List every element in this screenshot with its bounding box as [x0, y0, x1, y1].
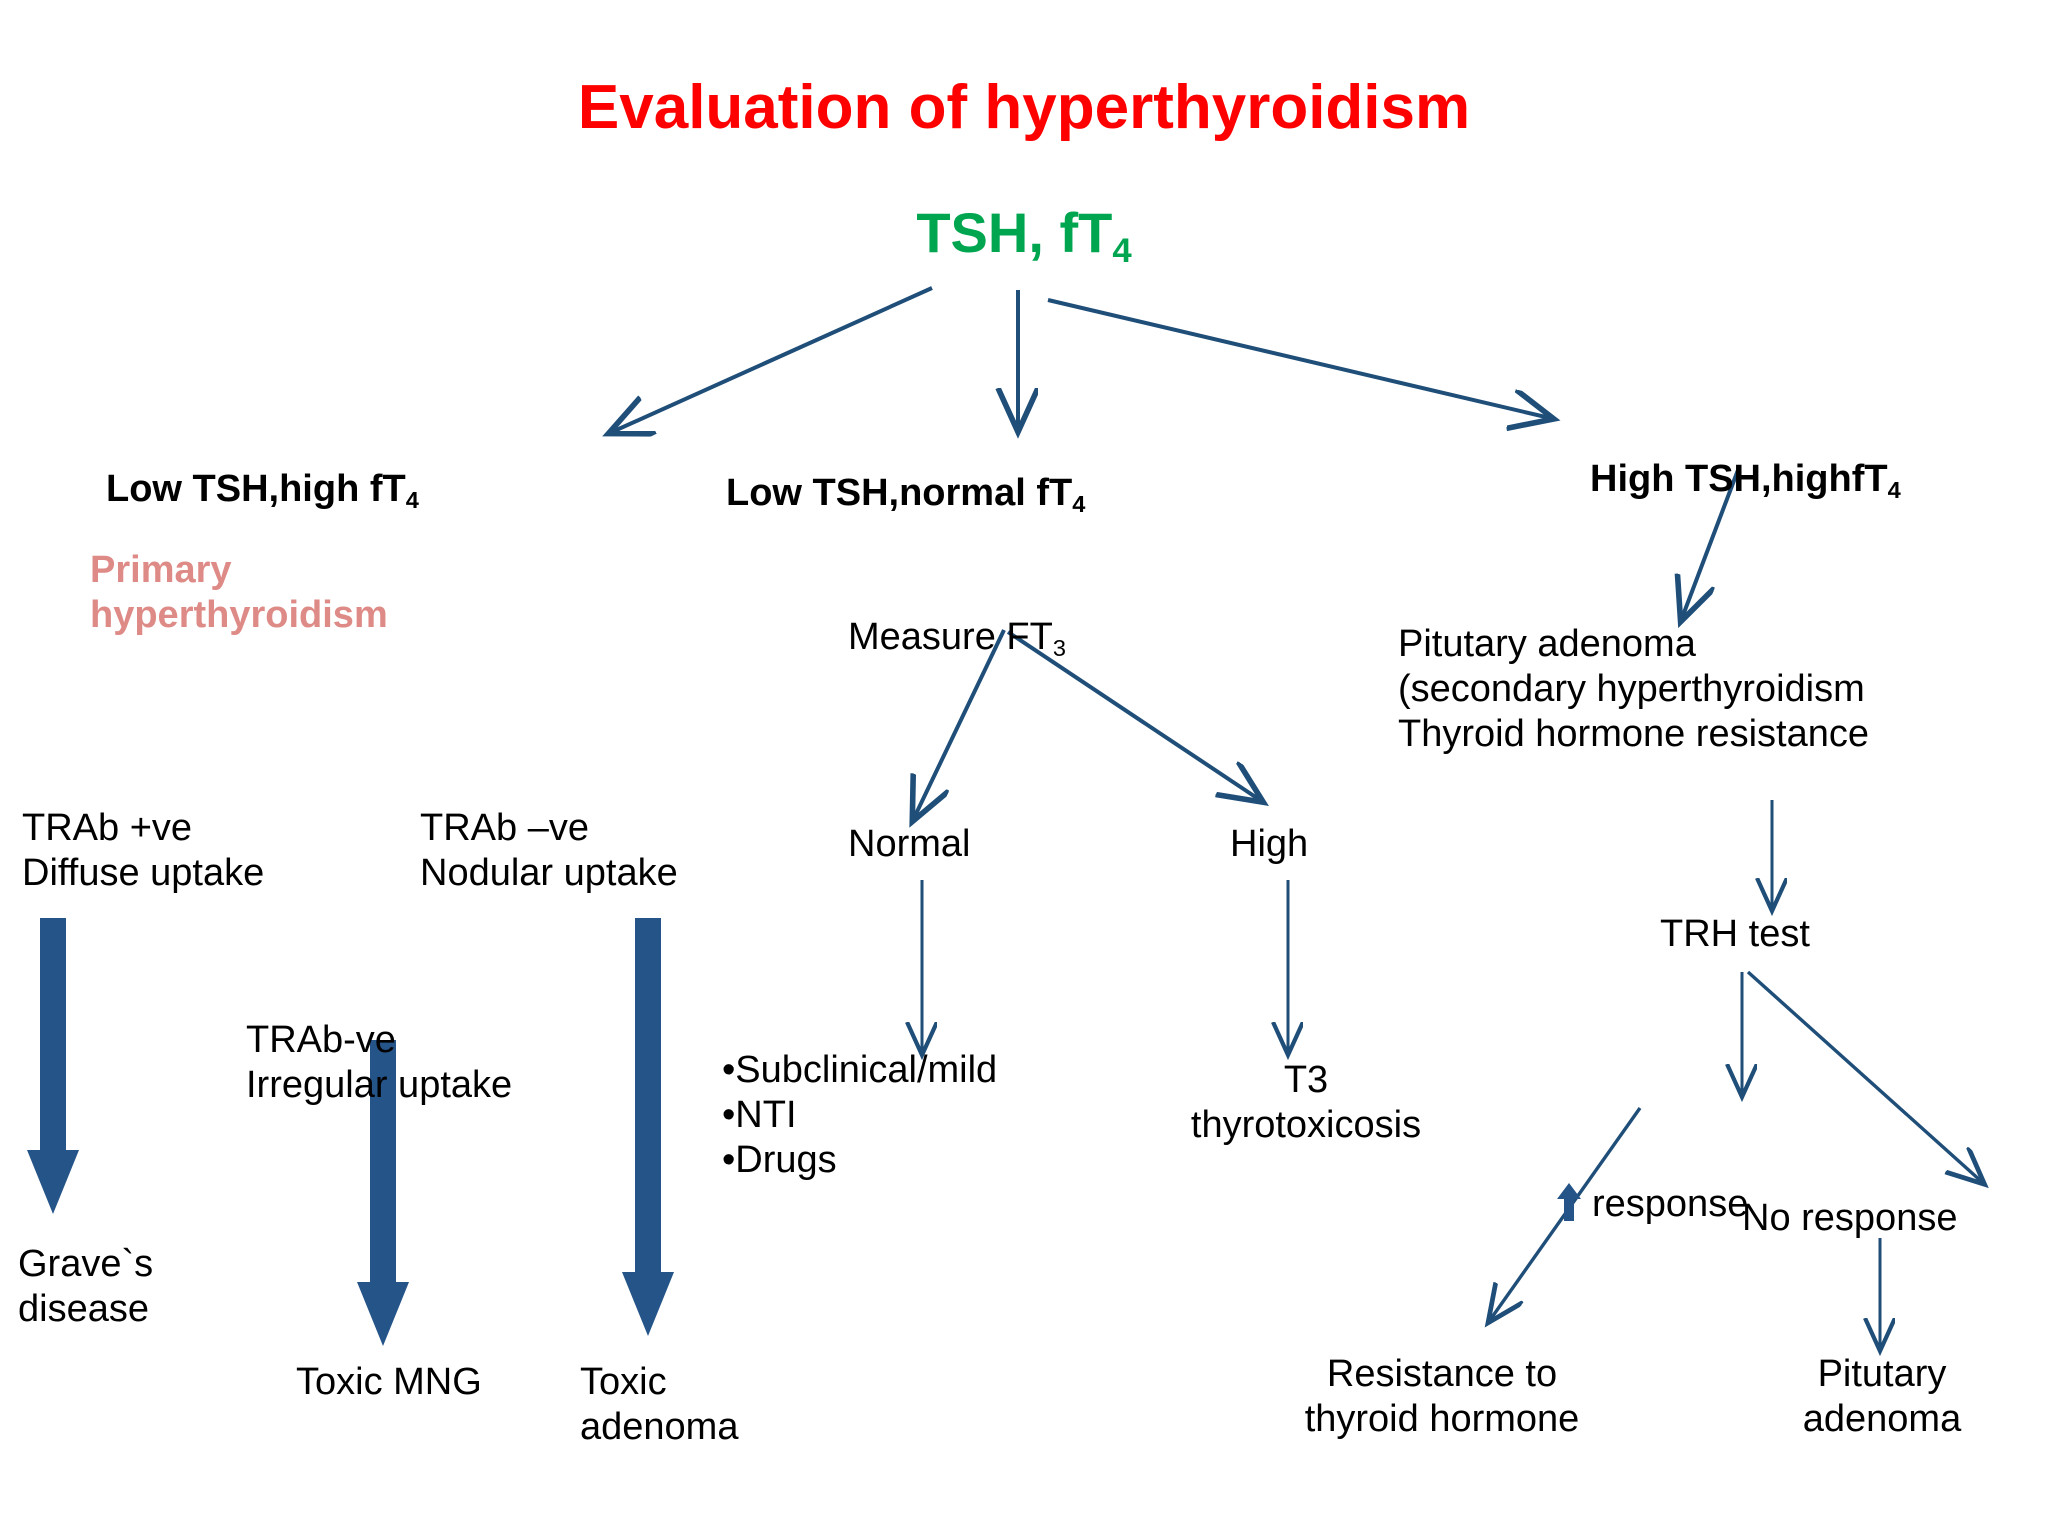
node-tsh-ft4: TSH, fT4: [0, 200, 2048, 270]
branch-label-low-tsh-high-ft4: Low TSH,high fT4: [106, 422, 419, 513]
branch-label-low-tsh-normal-ft4: Low TSH,normal fT4: [726, 426, 1086, 517]
node-trh-test: TRH test: [1660, 913, 1810, 955]
node-toxic-adenoma: Toxic adenoma: [580, 1361, 739, 1448]
thick-arrow-toxic-adenoma: [622, 918, 674, 1336]
up-arrow-icon: [1556, 1137, 1582, 1221]
node-trab-positive: TRAb +ve Diffuse uptake: [22, 807, 265, 894]
node-tsh-ft4-sub: 4: [1112, 232, 1132, 271]
branch-right-text: High TSH,highfT: [1590, 457, 1888, 500]
branch-label-high-tsh-high-ft4: High TSH,highfT4: [1590, 412, 1901, 503]
node-trab-negative-irregular: TRAb-ve Irregular uptake: [246, 1019, 513, 1106]
branch-left-text: Low TSH,high fT: [106, 467, 406, 510]
measure-ft3-sub: 3: [1052, 634, 1066, 661]
node-response: response: [1556, 1092, 1748, 1226]
node-normal-outcomes: •Subclinical/mild •NTI •Drugs: [722, 1049, 998, 1181]
node-resistance-to-thyroid-hormone: Resistance to thyroid hormone: [1304, 1353, 1580, 1440]
arrow-trh-to-noresponse: [1746, 970, 1982, 1182]
node-t3-thyrotoxicosis: T3 thyrotoxicosis: [1190, 1059, 1422, 1146]
page-title: Evaluation of hyperthyroidism: [577, 73, 1471, 142]
thick-arrow-graves: [27, 918, 79, 1214]
node-normal: Normal: [848, 823, 971, 865]
node-high: High: [1230, 823, 1309, 865]
arrow-root-to-left: [612, 286, 933, 432]
branch-right-sub: 4: [1887, 476, 1901, 503]
branch-middle-text: Low TSH,normal fT: [726, 471, 1073, 514]
node-primary-hyperthyroidism: Primary hyperthyroidism: [90, 549, 388, 636]
node-toxic-mng: Toxic MNG: [296, 1361, 482, 1403]
node-pituitary-block: Pitutary adenoma (secondary hyperthyroid…: [1398, 623, 1869, 755]
branch-middle-sub: 4: [1072, 490, 1086, 517]
node-tsh-ft4-label: TSH, fT: [916, 201, 1113, 264]
node-trab-negative-nodular: TRAb –ve Nodular uptake: [420, 807, 678, 894]
branch-left-sub: 4: [405, 486, 419, 513]
node-measure-ft3: Measure FT3: [848, 570, 1066, 661]
node-graves-disease: Grave`s disease: [18, 1243, 154, 1330]
measure-ft3-text: Measure FT: [848, 615, 1053, 658]
arrow-root-to-right: [1047, 298, 1550, 418]
node-no-response: No response: [1742, 1197, 1958, 1239]
node-pituitary-adenoma-outcome: Pitutary adenoma: [1802, 1353, 1962, 1440]
response-label: response: [1592, 1182, 1749, 1225]
